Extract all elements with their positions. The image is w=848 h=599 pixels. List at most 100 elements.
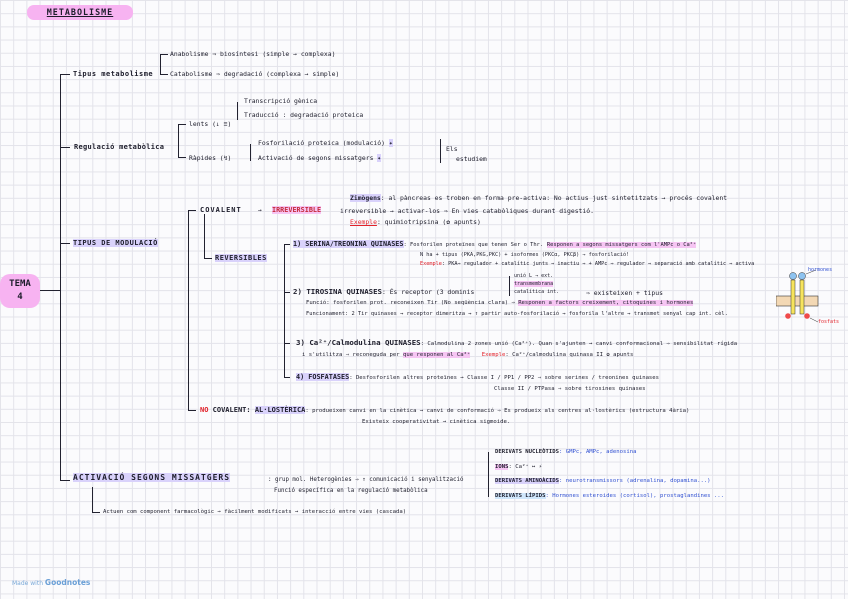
ca-line2: i s'utilitza ⇒ reconeguda per que respon…: [302, 351, 633, 359]
tirosina-funcionament: : 2 Tir quinases → receptor dimeritza → …: [344, 311, 728, 317]
catabolisme-text: Catabolisme ⇒ degradació (complexa → sim…: [170, 70, 340, 78]
transcripcio-text: Transcripció gènica: [244, 97, 318, 105]
phosphate-right: [804, 313, 810, 319]
irreversible-text: irreversible → activar-los ⇒ En vies cat…: [340, 207, 594, 215]
tirosina-funcionament-line: Funcionament: 2 Tir quinases → receptor …: [306, 310, 728, 318]
serina-line: 1) SERINA/TREONINA QUINASES: Fosforilen …: [293, 240, 697, 249]
derivats-lipids-line: DERIVATS LÍPIDS: Hormones esteroides (co…: [495, 492, 724, 500]
watermark-small: Made with: [12, 580, 43, 587]
reversibles-label-text: REVERSIBLES: [215, 254, 267, 262]
rev-b4: [284, 377, 290, 379]
rev-b1: [284, 244, 290, 246]
fosfats-pointer: [809, 317, 819, 323]
modulacio-bracket: [188, 210, 190, 410]
tema-number: 4: [17, 292, 23, 302]
tirosina-d2: transmembrana: [514, 280, 554, 288]
derivats-aminoacids-text: : neurotransmissors (adrenalina, dopamin…: [559, 478, 711, 484]
receptor-right: [799, 279, 805, 315]
derivats-nucleotids-text: : GMPc, AMPc, adenosina: [559, 449, 637, 455]
receptor-left: [790, 279, 796, 315]
tipus-bracket-bot: [160, 74, 168, 76]
exemple-text: : quimiotripsina (✿ apunts): [376, 218, 481, 226]
no-covalent-line: NO COVALENT: AL·LOSTÈRICA: produeixen ca…: [200, 406, 689, 415]
tirosina-title: 2) TIROSINA QUINASES: [293, 287, 382, 296]
ca-exemple-label: Exemple: [481, 352, 506, 358]
no-label: NO: [200, 406, 209, 414]
tirosina-funcio-hl: Responen a factors creixement, citoquine…: [518, 300, 694, 306]
activacio-star-icon: ✦: [377, 154, 382, 162]
els-text: Els: [446, 145, 458, 153]
fosfatases-title: 4) FOSFATASES: [296, 373, 350, 381]
tirosina-line: 2) TIROSINA QUINASES: És receptor (3 dom…: [293, 287, 474, 297]
reversibles-bracket: [284, 244, 286, 377]
fosfatases-text: : Desfosforilen altres proteïnes → Class…: [349, 375, 660, 381]
ca-line2-a: i s'utilitza ⇒ reconeguda per: [302, 352, 400, 358]
tipus-bracket-top: [160, 54, 168, 56]
fosfatases-line: 4) FOSFATASES: Desfosforilen altres prot…: [296, 373, 659, 382]
segons-label: ACTIVACIÓ SEGONS MISSATGERS: [73, 473, 231, 482]
actuen-hline: [92, 512, 100, 514]
exemple-line: Exemple: quimiotripsina (✿ apunts): [350, 218, 481, 226]
fosfatases-line2: Classe II / PTPasa ⇒ sobre tirosines qui…: [494, 386, 646, 392]
page-title: METABOLISME: [27, 5, 133, 20]
ions-label: IONS: [495, 464, 509, 470]
covalent-sub-bracket: [204, 214, 206, 258]
serina-title: 1) SERINA/TREONINA QUINASES: [293, 240, 404, 248]
derivats-lipids-label: DERIVATS LÍPIDS: [495, 493, 546, 499]
fosforilacio-text: Fosforilació proteica (modulació) ✦: [258, 139, 393, 147]
hormones-label: hormones: [808, 267, 833, 273]
regulacio-bracket-top: [178, 124, 186, 126]
rapides-bracket: [250, 144, 252, 161]
derivats-lipids-text: : Hormones esteroides (cortisol), prosta…: [545, 493, 725, 499]
ca-text: : Calmodulina 2 zones unió (Ca²⁺). Quan …: [420, 341, 738, 347]
alosterica-text: : produeixen canvi en la cinètica → canv…: [305, 408, 690, 414]
no-covalent-label: COVALENT:: [212, 406, 251, 414]
activacio-text: Activació de segons missatgers ✦: [258, 154, 382, 162]
tipus-label: Tipus metabolisme: [73, 70, 154, 78]
derivats-aminoacids-label: DERIVATS AMINOÀCIDS: [495, 478, 559, 484]
receptor-illustration: [776, 269, 819, 323]
estudiem-text: estudiem: [456, 155, 487, 163]
watermark-brand: Goodnotes: [44, 578, 91, 587]
zimogens-text: : al pàncreas es troben en forma pre-act…: [380, 194, 728, 202]
ions-line: IONS: Ca²⁺ ↔ ⚡: [495, 463, 542, 471]
tirosina-d2-text: transmembrana: [514, 281, 554, 287]
serina-text: : Fosforilen proteïnes que tenen Ser o T…: [403, 242, 544, 248]
covalent-arrow: →: [258, 206, 262, 214]
actuen-text: Actuen com component farmacològic → fàci…: [103, 509, 407, 515]
serina-exemple-line: Exemple: PKA⇒ regulador + catalític junt…: [420, 260, 754, 268]
tirosina-funcio-label: Funció: [306, 300, 327, 306]
covalent-label: COVALENT: [200, 206, 242, 214]
serina-line2: N ha + tipus (PKA,PKG,PKC) + isoformes (…: [420, 252, 630, 258]
regulacio-label: Regulació metabòlica: [74, 143, 165, 151]
tirosina-d1: unió L → ext.: [514, 273, 554, 279]
modulacio-bracket-bot: [188, 410, 196, 412]
alosterica-label: AL·LOSTÈRICA: [254, 406, 306, 414]
ca-title: 3) Ca²⁺/Calmodulina QUINASES: [296, 338, 421, 347]
ca-exemple: : Ca²⁺/calmodulina quinasa II ✿ apunts: [505, 352, 634, 358]
modulacio-bracket-top: [188, 210, 196, 212]
tirosina-dominis-end: ⇒ existeixen + tipus: [586, 289, 663, 297]
reversibles-connector: [204, 258, 212, 260]
zimogens-label: Zimògens: [350, 194, 381, 202]
activacio-label: Activació de segons missatgers: [258, 154, 374, 162]
lents-bracket: [237, 102, 239, 120]
serina-exemple-label: Exemple: [420, 261, 442, 267]
tipus-bracket: [160, 54, 162, 74]
fosfats-label: fosfats: [818, 319, 840, 325]
irreversible-label-text: IRREVERSIBLE: [272, 206, 322, 214]
branch-modulacio: [60, 243, 70, 245]
membrane-shape: [776, 295, 819, 307]
tirosina-funcio-line: Funció: fosforilen prot. reconeixen Tir …: [306, 299, 694, 307]
tirosina-funcionament-label: Funcionament: [306, 311, 345, 317]
actuen-vline: [92, 487, 94, 512]
els-bracket: [440, 139, 442, 163]
ca-line2-hl: que responen al Ca²⁺: [403, 352, 471, 358]
segons-text2: Funció específica en la regulació metabò…: [274, 488, 428, 494]
segons-text: : grup mol. Heterogènies ⇒ ↑ comunicació…: [268, 477, 464, 483]
hormone-right: [798, 272, 806, 280]
alosterica-line2: Existeix cooperativitat → cinètica sigmo…: [362, 419, 511, 425]
branch-tipus: [60, 74, 70, 76]
rev-b3: [284, 343, 290, 345]
zimogens-line: Zimògens: al pàncreas es troben en forma…: [350, 194, 727, 202]
